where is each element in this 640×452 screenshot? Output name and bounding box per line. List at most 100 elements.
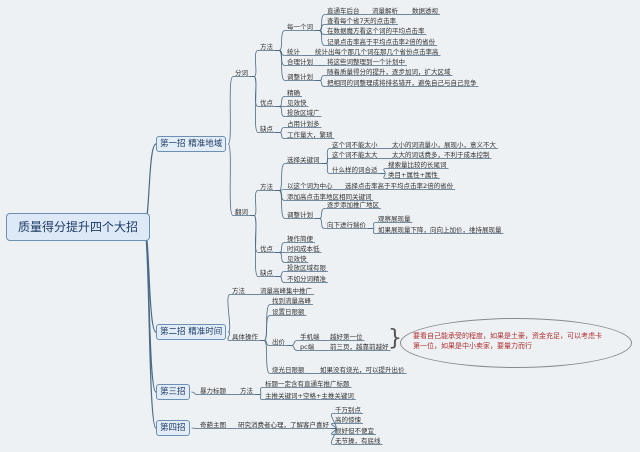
- mindmap-node-m1-flip-method-choose-suitable[interactable]: 什么样的词合适: [332, 166, 378, 174]
- branch-third-move[interactable]: 第三招: [156, 384, 190, 400]
- mindmap-node-m1-flip-method-choose-not_small[interactable]: 这个词不能太小: [332, 141, 378, 149]
- mindmap-node-m2-ops-bid-pc[interactable]: pc端: [300, 343, 315, 351]
- mindmap-node-m1-split-pros-items-0[interactable]: 精确: [287, 89, 300, 97]
- mindmap-node-m1-split-method-adjust-items-1[interactable]: 把相同的词整理成将排名错开，避免自己与自己竞争: [327, 79, 477, 87]
- connector-line: [383, 168, 387, 174]
- mindmap-node-m4-items-2[interactable]: 很好但不便宜: [335, 427, 374, 435]
- root-node[interactable]: 质量得分提升四个大招: [6, 213, 150, 241]
- branch-fourth-move[interactable]: 第四招: [156, 420, 190, 436]
- mindmap-node-m1-flip-pros-label[interactable]: 优点: [260, 245, 273, 253]
- mindmap-node-m1-split-method-each_word-label[interactable]: 每一个词: [287, 23, 313, 31]
- mindmap-node-m1-flip-method-choose-not_small_why[interactable]: 太小的词流量小，展现小，意义不大: [392, 141, 496, 149]
- mindmap-node-m1-split-method-adjust-label[interactable]: 调整计划: [287, 73, 313, 81]
- connector-line: [191, 391, 199, 395]
- mindmap-node-m1-split-label[interactable]: 分词: [235, 69, 248, 77]
- connector-line: [263, 315, 271, 341]
- mindmap-node-m2-ops-label[interactable]: 具体操作: [232, 333, 258, 341]
- mindmap-node-m3-items-1[interactable]: 主推关键词+空格+主推关键词: [265, 392, 354, 400]
- connector-line: [383, 173, 387, 179]
- mindmap-node-m4-items-1[interactable]: 高的惊悚: [335, 416, 361, 424]
- mindmap-node-m1-split-method-each_word-items-0[interactable]: 直通车后台: [327, 7, 360, 15]
- mindmap-node-m1-split-method-plan-label[interactable]: 合理计划: [287, 58, 313, 66]
- mindmap-node-m2-method-label[interactable]: 方法: [232, 287, 245, 295]
- mindmap-node-m2-ops-bid-mobile_detail[interactable]: 越好第一位: [330, 333, 363, 341]
- mindmap-node-m1-flip-method-adjust-lower_bid[interactable]: 向下进行揣价: [327, 221, 366, 229]
- mindmap-node-m1-split-method-stats-label[interactable]: 统计: [287, 48, 300, 56]
- mindmap-node-m1-flip-label[interactable]: 翻词: [235, 208, 248, 216]
- connector-line: [278, 190, 286, 201]
- connector-line: [278, 127, 286, 133]
- mindmap-node-m1-split-method-each_word-items-3[interactable]: 查看每个省7天的点击率: [327, 17, 397, 25]
- note-line: 第一位，如果是中小卖家，要量力而行: [413, 342, 532, 350]
- mindmap-node-m1-split-pros-label[interactable]: 优点: [260, 99, 273, 107]
- mindmap-node-m1-split-method-stats-detail[interactable]: 统计出每个那几个词在那几个省份点击率高: [315, 48, 439, 56]
- mindmap-node-m1-flip-method-choose-not_big[interactable]: 这个词不能太大: [332, 151, 378, 159]
- mindmap-node-m1-flip-method-choose-suitable_items-1[interactable]: 类目+属性+属性: [388, 171, 438, 179]
- mindmap-node-m1-split-pros-items-2[interactable]: 投放区域广: [287, 109, 320, 117]
- mindmap-node-m1-flip-method-adjust-label[interactable]: 调整计划: [287, 211, 313, 219]
- mindmap-node-m3-items-0[interactable]: 标题一定含有直通车推广标题: [265, 380, 350, 388]
- connector-line: [227, 331, 231, 341]
- mindmap-node-m1-flip-cons-items-1[interactable]: 不如分词精准: [287, 275, 326, 283]
- mindmap-node-m1-split-method-each_word-items-4[interactable]: 在数据魔方看这个词的平均点击率: [327, 27, 425, 35]
- connector-line: [278, 276, 286, 283]
- mindmap-node-m1-flip-pros-items-0[interactable]: 操作简便: [287, 235, 313, 243]
- mindmap-node-m2-ops-items-1[interactable]: 设置日限额: [272, 308, 305, 316]
- mindmap-node-m3-label[interactable]: 暴力标题: [200, 387, 226, 395]
- mindmap-node-m1-flip-method-adjust-items-1[interactable]: 如果展现量下降，向向上加价，维持展现量: [378, 226, 502, 234]
- mindmap-node-m1-flip-method-choose-not_big_why[interactable]: 太大的词话费多，不利于成本控制: [392, 151, 490, 159]
- connector-line: [290, 345, 299, 351]
- mindmap-node-m1-split-method-adjust-items-0[interactable]: 随着质量得分的提升，逐步加词，扩大区域: [327, 68, 451, 76]
- connector-line: [278, 30, 286, 51]
- mindmap-node-m1-split-method-each_word-items-1[interactable]: 流量解析: [372, 7, 398, 15]
- connector-line: [318, 75, 326, 81]
- connector-line: [253, 50, 259, 77]
- mindmap-node-m2-method-detail[interactable]: 流量高峰集中推广: [260, 287, 312, 295]
- brace-icon: }: [388, 326, 402, 351]
- note-text: 要看自己能承受的程度，如果是土豪，资金充足，可以考虑卡 第一位，如果是中小卖家，…: [413, 331, 602, 351]
- mindmap-node-m1-flip-method-center-detail[interactable]: 选择点击率高于平均点击率2倍的省份: [345, 182, 454, 190]
- mindmap-node-m1-flip-method-add[interactable]: 添加高点击率地区相同关键词: [287, 193, 372, 201]
- mindmap-node-m1-split-method-each_word-items-2[interactable]: 数据透视: [412, 7, 438, 15]
- mindmap-node-m4-label[interactable]: 奇葩主图: [200, 421, 226, 429]
- connector-line: [278, 190, 286, 219]
- connector-line: [263, 340, 271, 374]
- mindmap-node-m1-flip-method-choose-suitable_items-0[interactable]: 搜索量比较的长尾词: [388, 161, 447, 169]
- mindmap-node-m1-flip-pros-items-2[interactable]: 见效快: [287, 255, 307, 263]
- mindmap-node-m1-flip-pros-items-1[interactable]: 时间成本低: [287, 245, 320, 253]
- mindmap-node-m1-split-cons-items-0[interactable]: 占用计划多: [287, 120, 320, 128]
- connector-line: [278, 50, 286, 81]
- mindmap-node-m4-detail[interactable]: 研究消费者心理，了解客户喜好: [238, 421, 329, 429]
- connector-line: [331, 428, 337, 445]
- mindmap-node-m2-ops-items-0[interactable]: 找到流量高峰: [272, 297, 311, 305]
- mindmap-node-m4-items-0[interactable]: 千万别点: [335, 406, 361, 414]
- connector-line: [227, 143, 234, 216]
- mindmap-node-m3-method[interactable]: 方法: [240, 387, 253, 395]
- mindmap-node-m1-flip-cons-items-0[interactable]: 投放区域有限: [287, 264, 326, 272]
- mindmap-node-m1-flip-cons-label[interactable]: 缺点: [260, 269, 273, 277]
- connector-line: [258, 394, 264, 400]
- mindmap-node-m1-split-method-each_word-items-5[interactable]: 记录点击率高于平均点击率2倍的省份: [327, 38, 436, 46]
- mindmap-node-m2-ops-burn-detail[interactable]: 如果没有烧光，可以提升出价: [320, 366, 405, 374]
- mindmap-node-m1-split-cons-label[interactable]: 缺点: [260, 125, 273, 133]
- mindmap-node-m2-ops-burn-label[interactable]: 烧光日限额: [272, 366, 305, 374]
- mindmap-node-m1-flip-method-adjust-items-0[interactable]: 观察展现量: [378, 215, 411, 223]
- mindmap-node-m1-split-pros-items-1[interactable]: 见效快: [287, 99, 307, 107]
- mindmap-node-m1-split-method-label[interactable]: 方法: [260, 43, 273, 51]
- mindmap-node-m2-ops-bid-pc_detail[interactable]: 前三页，越靠前越好: [330, 343, 389, 351]
- connector-line: [318, 24, 326, 31]
- mindmap-node-m1-split-cons-items-1[interactable]: 工作量大，繁琐: [287, 131, 333, 139]
- connector-line: [278, 271, 286, 277]
- mindmap-node-m1-flip-method-center-label[interactable]: 以这个词为中心: [287, 182, 333, 190]
- branch-second-move[interactable]: 第二招 精准时间: [156, 324, 227, 340]
- mindmap-node-m1-flip-method-adjust-add_region[interactable]: 逐步添加推广地区: [327, 201, 379, 209]
- branch-first-move[interactable]: 第一招 精准地域: [156, 136, 227, 152]
- mindmap-node-m1-flip-method-choose-label[interactable]: 选择关键词: [287, 156, 320, 164]
- connector-line: [258, 387, 264, 395]
- mindmap-node-m2-ops-bid-label[interactable]: 出价: [272, 338, 285, 346]
- mindmap-node-m1-split-method-plan-detail[interactable]: 将这些词整理到一个计划中: [327, 58, 405, 66]
- mindmap-node-m1-flip-method-label[interactable]: 方法: [260, 183, 273, 191]
- mindmap-node-m4-items-3[interactable]: 无节操，有底线: [335, 437, 381, 445]
- mindmap-node-m2-ops-bid-mobile[interactable]: 手机端: [300, 333, 320, 341]
- connector-line: [253, 76, 259, 133]
